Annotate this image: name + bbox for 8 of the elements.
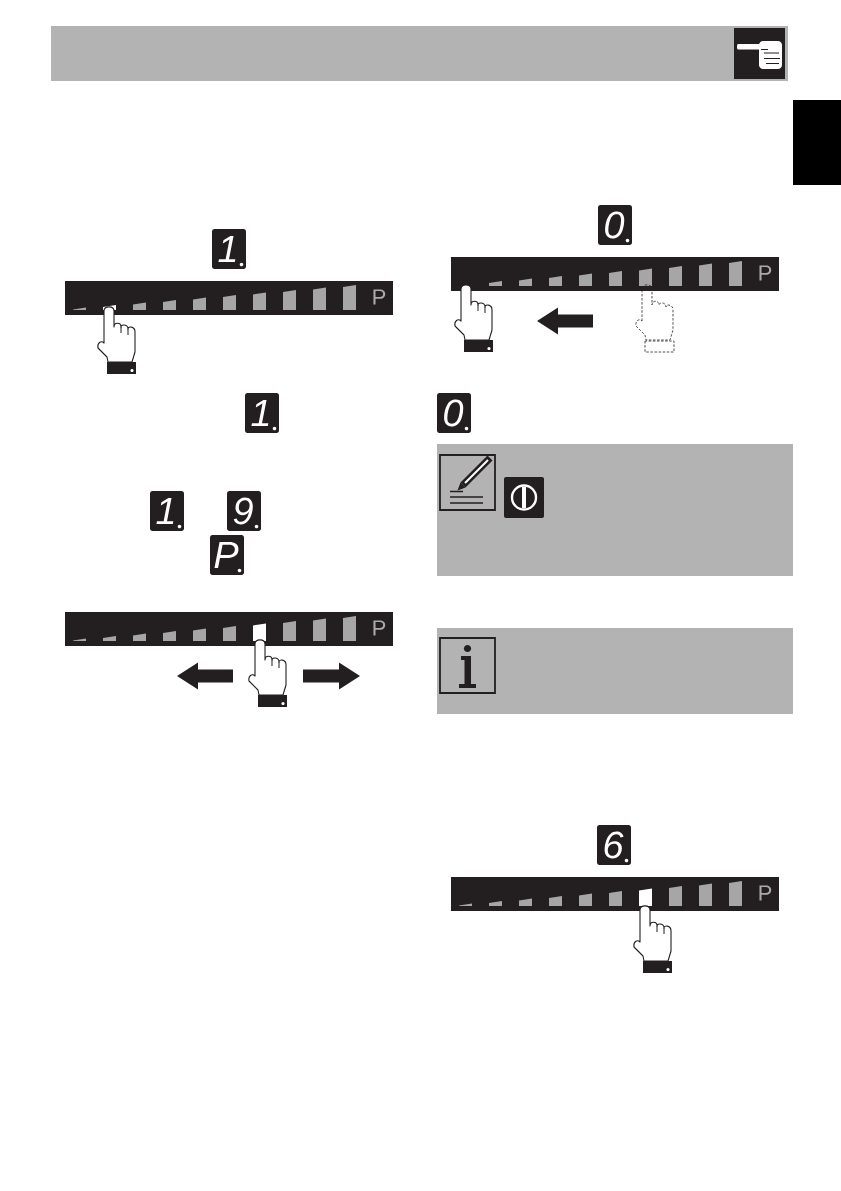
digit-display: 1 xyxy=(245,393,279,433)
digit-display: 0 xyxy=(437,393,471,433)
digit-display: P xyxy=(210,535,244,575)
digit-display: 9 xyxy=(227,491,261,531)
digit-display: 1 xyxy=(150,491,184,531)
digit-display: 6 xyxy=(597,825,631,865)
digit-display: 0 xyxy=(598,205,632,245)
digit-display: 1 xyxy=(212,229,246,269)
